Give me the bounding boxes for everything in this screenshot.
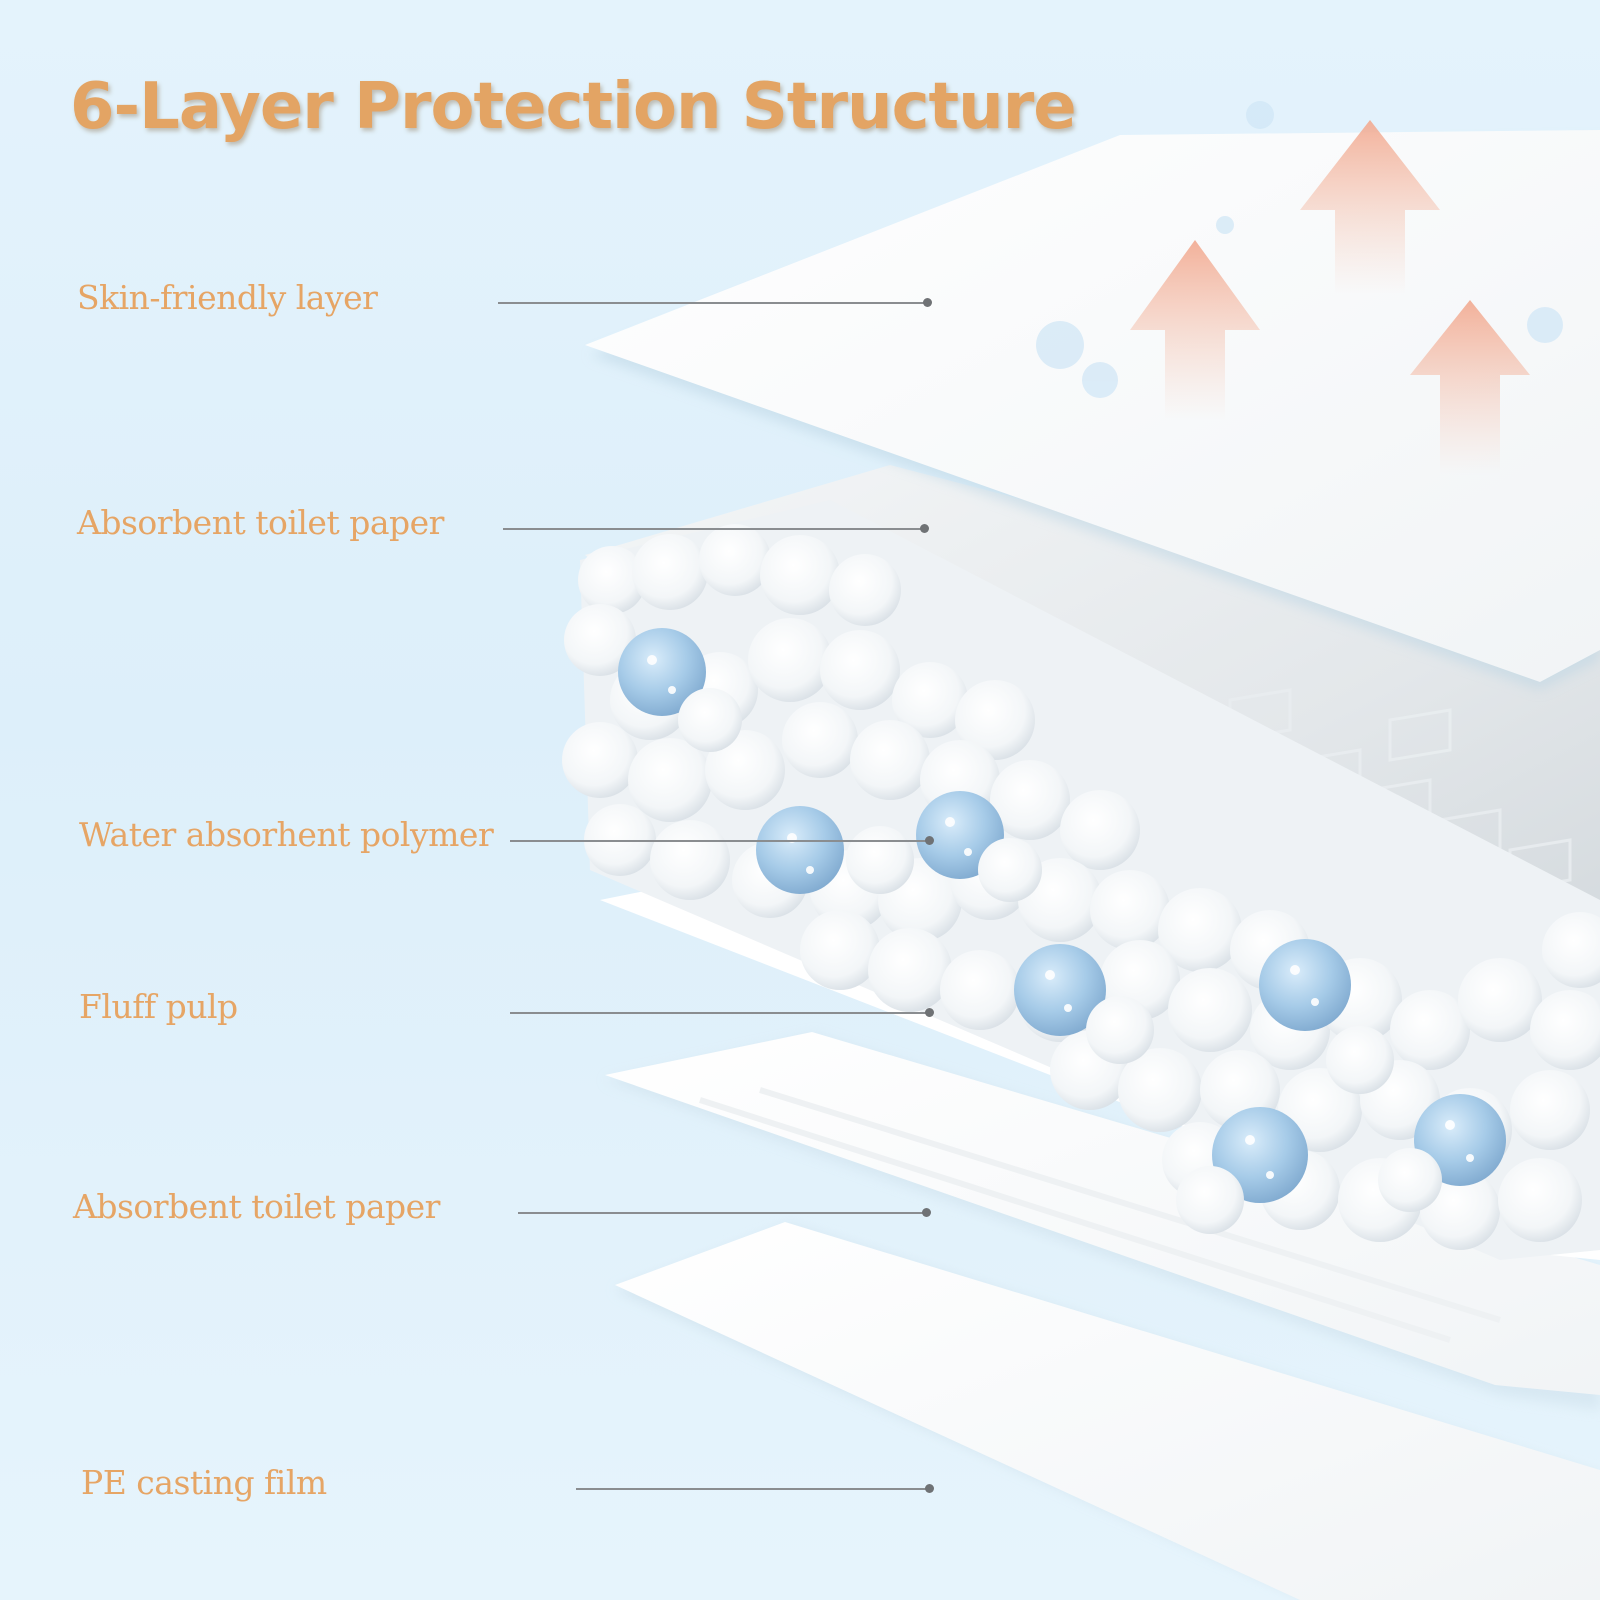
skin-friendly-sheet [585,101,1600,690]
leader-line [518,1212,926,1214]
leader-line [576,1488,928,1490]
lower-paper-sheet [605,1032,1600,1410]
leader-line [498,302,926,304]
leader-dot [923,298,932,307]
layer-label-skin-friendly: Skin-friendly layer [77,278,378,317]
leader-line [510,840,928,842]
water-droplet-icon [618,628,1506,1203]
page-title: 6-Layer Protection Structure [70,70,1077,144]
layer-label-pe-film: PE casting film [81,1463,327,1502]
absorbed-drop-icon [1036,101,1563,398]
leader-dot [925,836,934,845]
polymer-bead-layer [562,500,1600,1260]
layer-label-absorbent-paper-bottom: Absorbent toilet paper [73,1187,440,1226]
leader-dot [925,1008,934,1017]
leader-dot [920,524,929,533]
leader-line [503,528,923,530]
leader-dot [922,1208,931,1217]
layer-label-water-polymer: Water absorhent polymer [79,815,494,854]
up-arrow-icon [1130,120,1530,475]
layer-label-fluff-pulp: Fluff pulp [79,987,238,1026]
leader-line [510,1012,928,1014]
leader-dot [925,1484,934,1493]
pe-film-sheet [615,1222,1600,1600]
layer-label-absorbent-paper-top: Absorbent toilet paper [77,503,444,542]
